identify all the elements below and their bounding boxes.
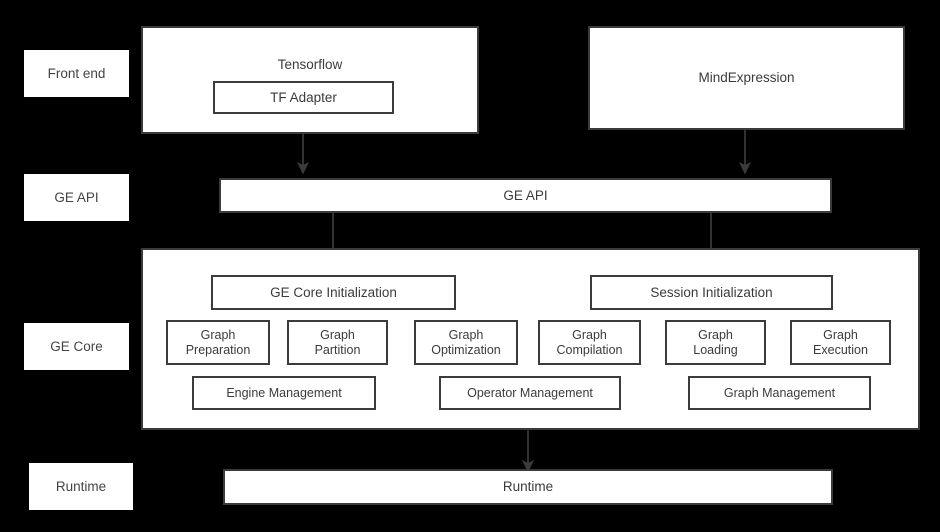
graph-loading-box[interactable]: Graph Loading: [665, 320, 766, 365]
graph-execution-box[interactable]: Graph Execution: [790, 320, 891, 365]
session-initialization-box[interactable]: Session Initialization: [590, 275, 833, 310]
engine-management-box[interactable]: Engine Management: [192, 376, 376, 410]
stage-label-runtime: Runtime: [29, 463, 133, 510]
ge-api-bar[interactable]: GE API: [219, 178, 832, 213]
graph-partition-box[interactable]: Graph Partition: [287, 320, 388, 365]
operator-management-box[interactable]: Operator Management: [439, 376, 621, 410]
stage-label-ge-core: GE Core: [24, 323, 129, 370]
graph-management-box[interactable]: Graph Management: [688, 376, 871, 410]
tensorflow-title: Tensorflow: [277, 57, 343, 72]
tf-adapter-box[interactable]: TF Adapter: [213, 81, 394, 114]
graph-compilation-box[interactable]: Graph Compilation: [538, 320, 641, 365]
stage-label-front-end: Front end: [24, 50, 129, 97]
ge-core-initialization-box[interactable]: GE Core Initialization: [211, 275, 456, 310]
graph-optimization-box[interactable]: Graph Optimization: [414, 320, 518, 365]
tensorflow-container[interactable]: Tensorflow: [141, 26, 479, 134]
runtime-bar[interactable]: Runtime: [223, 469, 833, 505]
stage-label-ge-api: GE API: [24, 174, 129, 221]
mindexpression-box[interactable]: MindExpression: [588, 26, 905, 130]
graph-preparation-box[interactable]: Graph Preparation: [166, 320, 270, 365]
